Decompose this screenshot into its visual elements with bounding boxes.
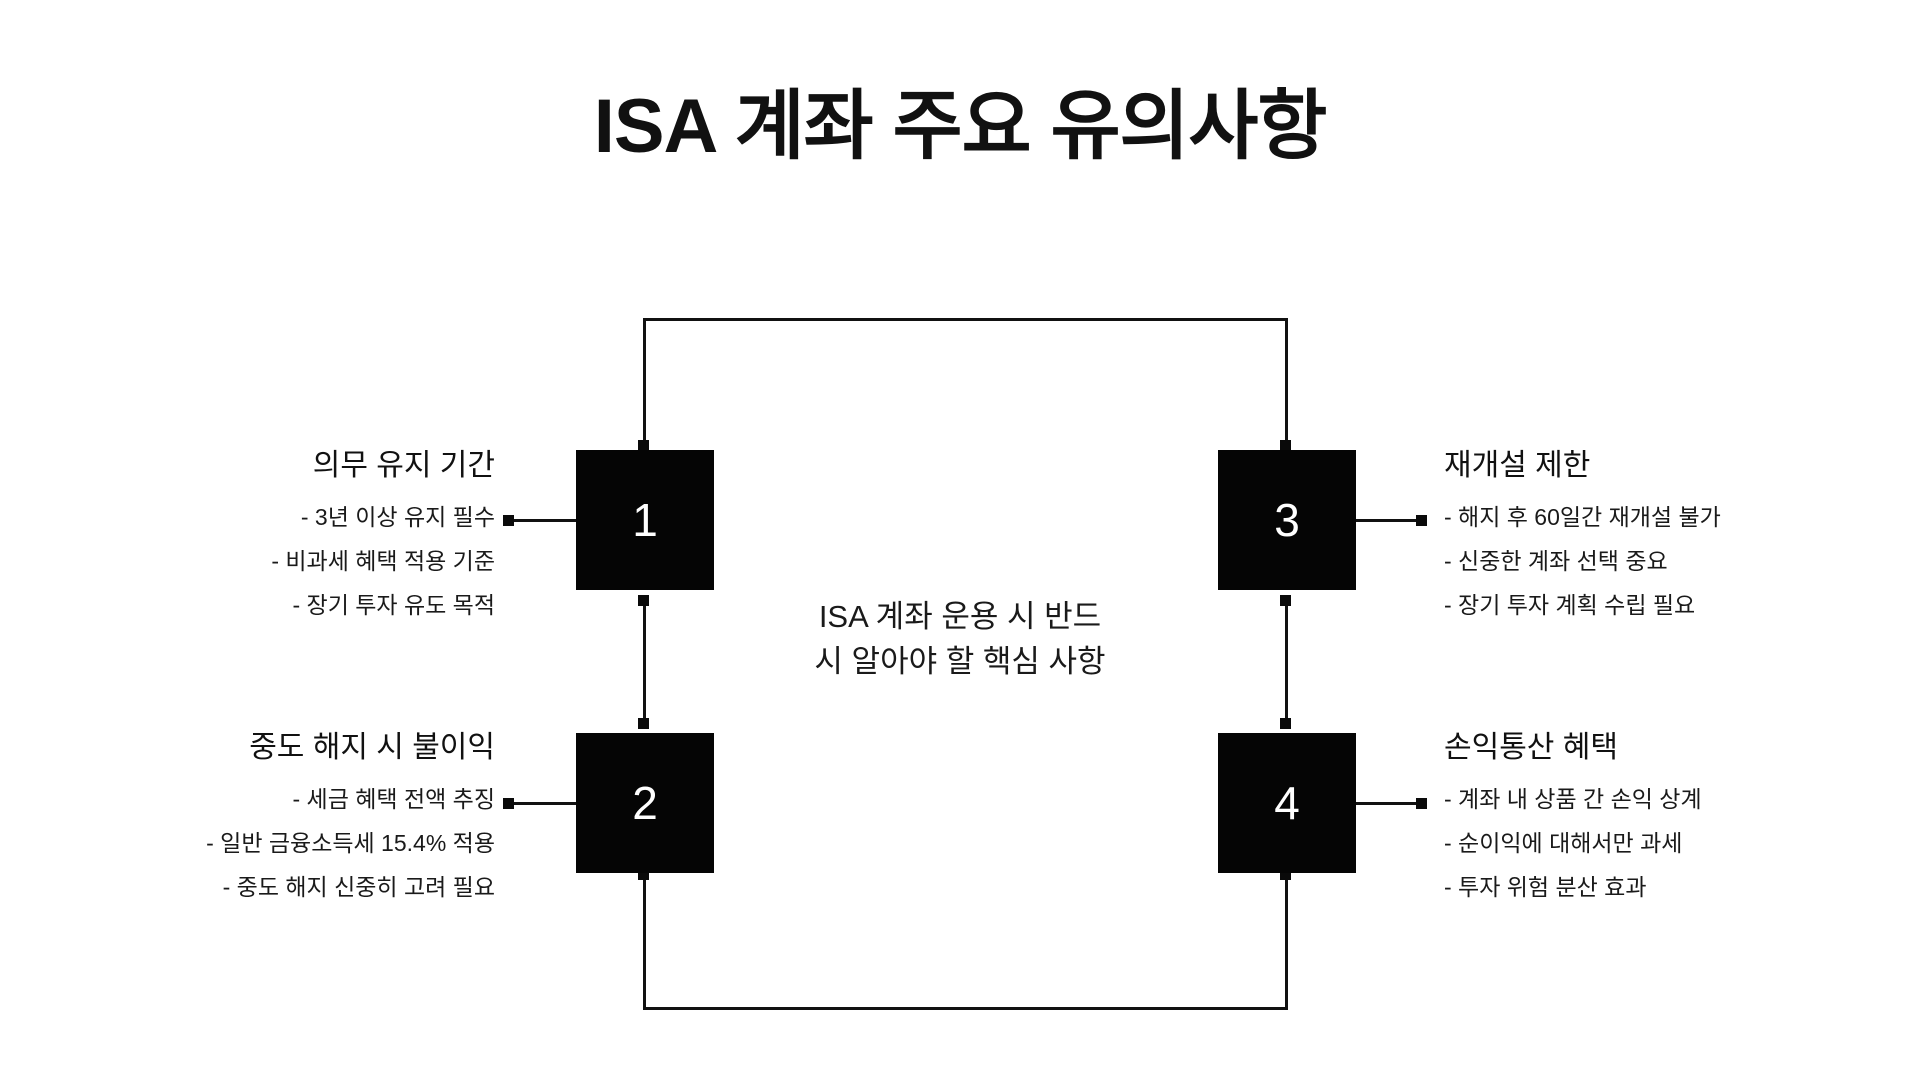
list-item: - 투자 위험 분산 효과 (1444, 874, 1647, 900)
connector-bottom-left-vertical (643, 874, 646, 1010)
connector-endpoint-marker (1416, 515, 1427, 526)
node-number-label: 3 (1274, 494, 1300, 546)
center-caption-line-1: ISA 계좌 운용 시 반드 (818, 599, 1102, 634)
connector-endpoint-marker (1280, 440, 1291, 451)
node-box-3[interactable]: 3 (1218, 450, 1356, 590)
connector-left-column-vertical (643, 598, 646, 728)
node-content-1: 의무 유지 기간 - 3년 이상 유지 필수 - 비과세 혜택 적용 기준 - … (75, 440, 495, 638)
connector-endpoint-marker (1280, 869, 1291, 880)
list-item: - 비과세 혜택 적용 기준 (271, 548, 495, 574)
node-box-4[interactable]: 4 (1218, 733, 1356, 873)
connector-top-horizontal (643, 318, 1288, 321)
connector-right-column-vertical (1285, 598, 1288, 728)
connector-node-2-stub (508, 802, 578, 805)
node-content-4: 손익통산 혜택 - 계좌 내 상품 간 손익 상계 - 순이익에 대해서만 과세… (1444, 722, 1864, 920)
node-content-3: 재개설 제한 - 해지 후 60일간 재개설 불가 - 신중한 계좌 선택 중요… (1444, 440, 1864, 638)
center-caption-line-2: 시 알아야 할 핵심 사항 (814, 643, 1106, 679)
node-title-4: 손익통산 혜택 (1444, 731, 1618, 764)
node-box-2[interactable]: 2 (576, 733, 714, 873)
list-item: - 장기 투자 계획 수립 필요 (1444, 592, 1696, 618)
connector-node-1-stub (508, 519, 578, 522)
node-bullet-list-1: - 3년 이상 유지 필수 - 비과세 혜택 적용 기준 - 장기 투자 유도 … (75, 506, 495, 617)
node-bullet-list-4: - 계좌 내 상품 간 손익 상계 - 순이익에 대해서만 과세 - 투자 위험… (1444, 788, 1864, 899)
connector-top-right-vertical (1285, 318, 1288, 452)
list-item: - 순이익에 대해서만 과세 (1444, 830, 1683, 856)
list-item: - 3년 이상 유지 필수 (300, 504, 495, 530)
connector-node-4-stub (1356, 802, 1426, 805)
list-item: - 중도 해지 신중히 고려 필요 (222, 874, 495, 900)
connector-endpoint-marker (638, 440, 649, 451)
node-box-1[interactable]: 1 (576, 450, 714, 590)
connector-endpoint-marker (1280, 718, 1291, 729)
connector-node-3-stub (1356, 519, 1426, 522)
list-item: - 세금 혜택 전액 추징 (292, 786, 496, 812)
node-title-3: 재개설 제한 (1444, 449, 1591, 482)
list-item: - 일반 금융소득세 15.4% 적용 (206, 830, 495, 856)
list-item: - 장기 투자 유도 목적 (292, 592, 496, 618)
connector-endpoint-marker (638, 595, 649, 606)
list-item: - 신중한 계좌 선택 중요 (1444, 548, 1668, 574)
connector-endpoint-marker (503, 515, 514, 526)
connector-endpoint-marker (503, 798, 514, 809)
connector-bottom-right-vertical (1285, 874, 1288, 1010)
connector-endpoint-marker (1416, 798, 1427, 809)
node-content-2: 중도 해지 시 불이익 - 세금 혜택 전액 추징 - 일반 금융소득세 15.… (75, 722, 495, 920)
connector-endpoint-marker (1280, 595, 1291, 606)
connector-bottom-horizontal (643, 1007, 1288, 1010)
connector-endpoint-marker (638, 869, 649, 880)
node-title-1: 의무 유지 기간 (312, 449, 495, 482)
center-caption: ISA 계좌 운용 시 반드 시 알아야 할 핵심 사항 (710, 595, 1210, 685)
connector-top-left-vertical (643, 318, 646, 452)
node-bullet-list-2: - 세금 혜택 전액 추징 - 일반 금융소득세 15.4% 적용 - 중도 해… (75, 788, 495, 899)
node-number-label: 4 (1274, 777, 1300, 829)
node-title-2: 중도 해지 시 불이익 (249, 731, 495, 764)
node-number-label: 2 (632, 777, 658, 829)
node-number-label: 1 (632, 494, 658, 546)
list-item: - 계좌 내 상품 간 손익 상계 (1444, 786, 1702, 812)
list-item: - 해지 후 60일간 재개설 불가 (1444, 504, 1721, 530)
connector-endpoint-marker (638, 718, 649, 729)
node-bullet-list-3: - 해지 후 60일간 재개설 불가 - 신중한 계좌 선택 중요 - 장기 투… (1444, 506, 1864, 617)
page-title: ISA 계좌 주요 유의사항 (593, 84, 1328, 169)
